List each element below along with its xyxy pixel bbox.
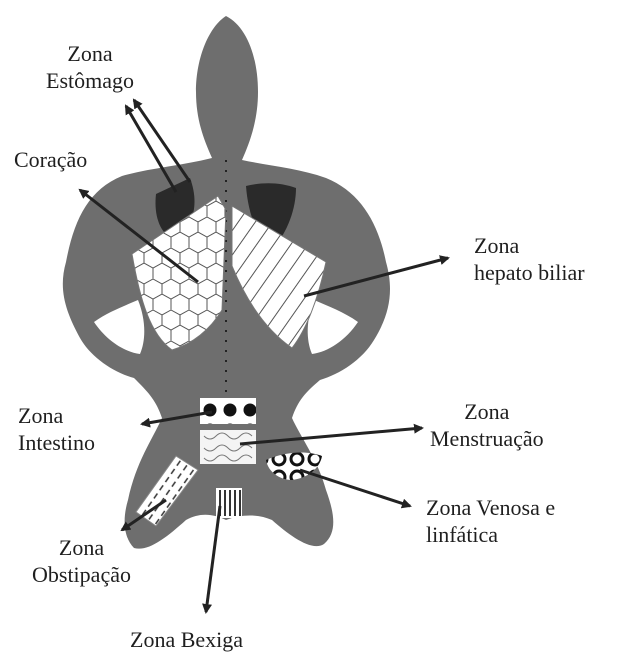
intestino-zone: [200, 398, 256, 424]
label-hepato-line1: Zona: [474, 232, 585, 259]
label-intestino: Zona Intestino: [18, 402, 95, 456]
label-estomago-line1: Zona: [46, 40, 134, 67]
label-intestino-line1: Zona: [18, 402, 95, 429]
label-bexiga-line1: Zona Bexiga: [130, 626, 243, 653]
label-coracao: Coração: [14, 146, 87, 173]
label-menstruacao-line2: Menstruação: [430, 425, 544, 452]
label-menstruacao: Zona Menstruação: [430, 398, 544, 452]
label-menstruacao-line1: Zona: [430, 398, 544, 425]
bexiga-arrow: [206, 506, 220, 612]
label-venosa-linfatica: Zona Venosa e linfática: [426, 494, 555, 548]
label-intestino-line2: Intestino: [18, 429, 95, 456]
label-estomago-line2: Estômago: [46, 67, 134, 94]
label-coracao-line1: Coração: [14, 146, 87, 173]
menstruacao-zone: [200, 430, 256, 464]
label-obstipacao-line1: Zona: [32, 534, 131, 561]
label-obstipacao: Zona Obstipação: [32, 534, 131, 588]
label-obstipacao-line2: Obstipação: [32, 561, 131, 588]
label-estomago: Zona Estômago: [46, 40, 134, 94]
label-bexiga: Zona Bexiga: [130, 626, 243, 653]
label-venosa-line1: Zona Venosa e: [426, 494, 555, 521]
label-hepato-biliar: Zona hepato biliar: [474, 232, 585, 286]
label-hepato-line2: hepato biliar: [474, 259, 585, 286]
torso-silhouette: [63, 16, 390, 549]
label-venosa-line2: linfática: [426, 521, 555, 548]
